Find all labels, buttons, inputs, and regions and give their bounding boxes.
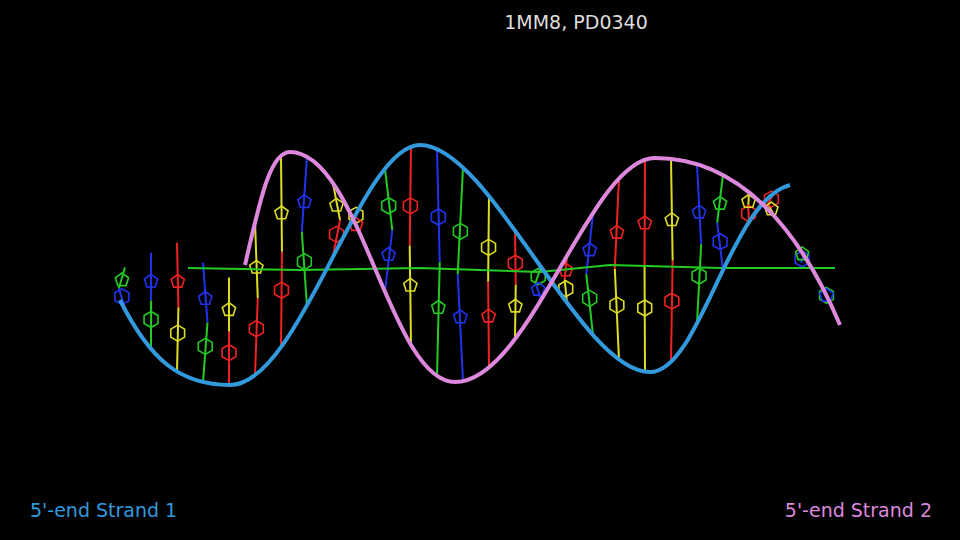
base-pair [692,164,706,324]
base-ring [610,225,623,238]
base-ring [454,310,467,323]
base-ring [199,292,212,305]
base-ring [115,273,128,286]
base-ring [583,243,596,256]
strand-1-backbone [120,145,790,385]
base-ring [382,248,395,261]
base-pair [222,277,236,385]
base-ring [432,301,445,314]
base-stick [458,167,463,274]
base-ring [692,205,705,218]
base-pair [583,214,597,335]
base-pair [508,231,522,339]
base-ring [403,198,417,214]
base-pair [171,243,185,372]
base-ring [610,297,624,313]
base-stick [458,274,463,381]
base-pair [482,196,496,368]
base-pair [453,167,467,381]
base-stick [280,252,283,349]
base-ring [198,338,212,354]
base-pair [198,263,212,383]
base-ring [583,290,597,306]
base-ring [144,274,157,287]
base-pair [403,146,417,345]
base-pair [665,159,679,362]
base-stick [410,146,411,245]
base-stick [150,300,152,348]
base-pair [610,178,624,360]
base-ring [453,223,467,239]
base-ring [249,321,263,337]
base-ring [665,213,678,226]
base-stick [410,246,411,345]
helix-axis [188,265,835,272]
base-pair [713,175,727,270]
base-ring [665,293,679,309]
base-stick [535,283,541,299]
structure-title: 1MM8, PD0340 [504,12,647,33]
base-pair [382,169,396,291]
base-stick [228,277,230,331]
strand-2-backbone [245,152,840,382]
base-pair [275,155,289,348]
base-ring [144,312,158,328]
base-ring [713,234,727,250]
base-stick [203,322,208,382]
base-ring [509,299,522,312]
base-stick [615,269,619,360]
base-stick [487,282,490,368]
base-ring [171,325,185,341]
base-ring [222,303,235,316]
base-stick [671,261,673,363]
base-ring [638,300,652,316]
base-ring [431,209,445,225]
base-stick [514,231,517,285]
base-pair [431,149,445,375]
base-ring [713,197,726,210]
base-stick [671,159,673,261]
base-stick [437,149,440,262]
base-stick [280,155,283,252]
base-ring [508,255,522,271]
base-pair [144,253,158,349]
base-stick [150,253,152,301]
base-stick [717,223,723,271]
base-stick [697,164,701,244]
base-stick [644,266,646,372]
base-stick [644,159,646,265]
base-ring [250,260,263,273]
base-ring [404,278,417,291]
base-ring [638,216,651,229]
base-ring [298,254,312,270]
strand-1-label: 5'-end Strand 1 [30,500,177,521]
base-ring [482,309,495,322]
base-stick [177,307,178,372]
base-stick [437,262,440,375]
base-ring [275,282,289,298]
base-ring [171,275,184,288]
base-stick [228,331,230,385]
base-ring [382,198,396,214]
base-pair [298,157,312,307]
base-ring [692,268,706,284]
strand-2-label: 5'-end Strand 2 [785,500,932,521]
base-ring [298,195,311,208]
base-stick [615,178,619,269]
base-ring [482,239,496,255]
base-ring [275,206,288,219]
base-ring [222,345,236,361]
